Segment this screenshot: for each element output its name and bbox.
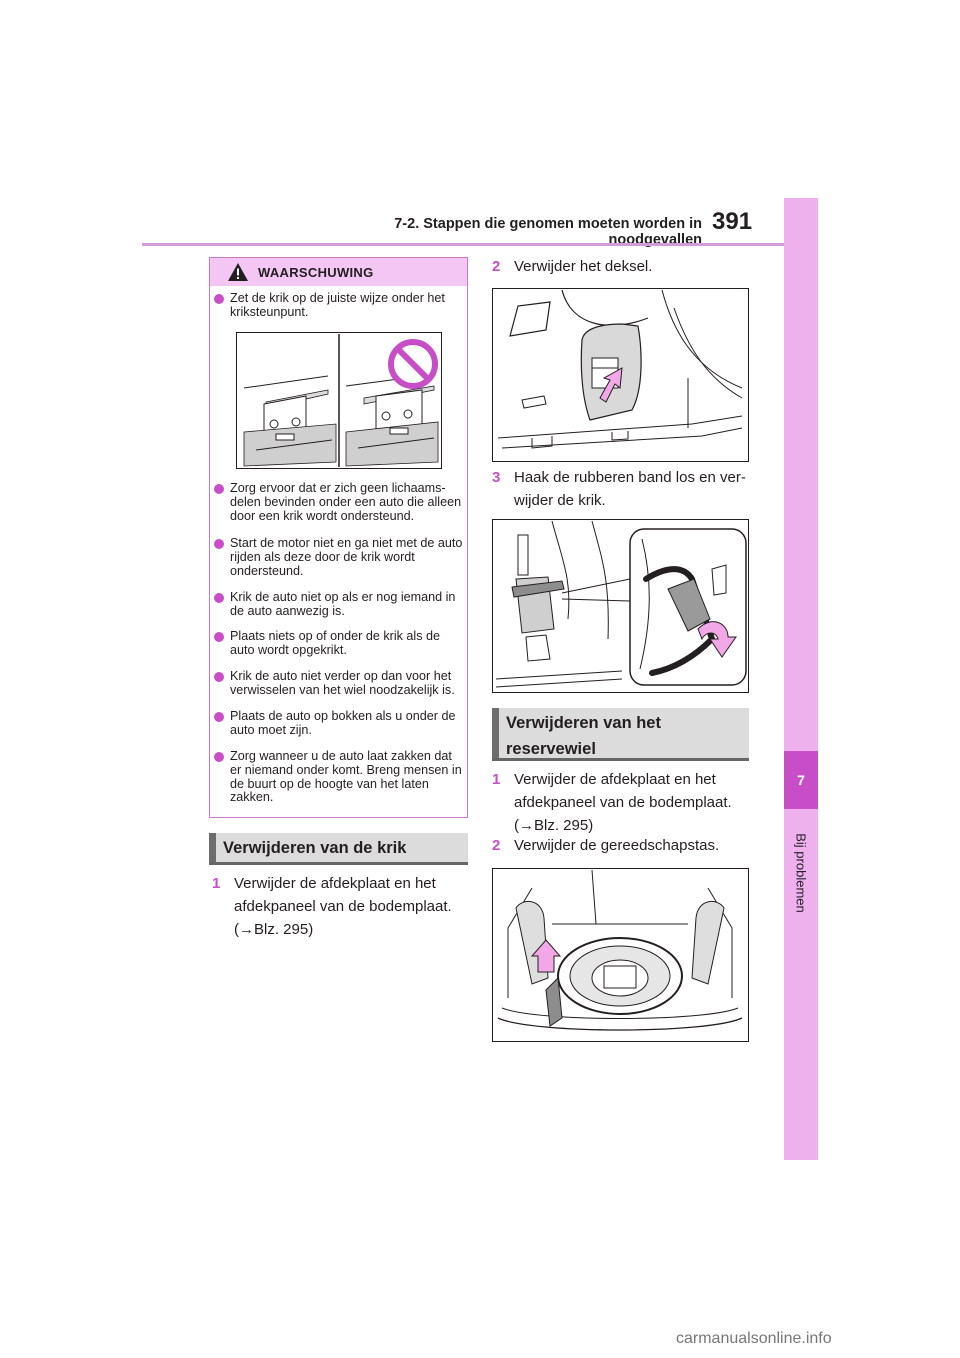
incorrect-placement-drawing	[345, 373, 439, 467]
step-number: 3	[492, 469, 501, 486]
bullet-icon	[214, 294, 224, 304]
section-title-jack: Verwijderen van de krik	[223, 839, 407, 857]
prohibited-icon	[388, 339, 438, 389]
warning-item: Zorg wanneer u de auto laat zakken dat e…	[214, 749, 464, 805]
page-number: 391	[712, 208, 753, 235]
warning-item: Krik de auto niet verder op dan voor het…	[214, 669, 464, 698]
section-title-spare: Verwijderen van het reservewiel	[506, 714, 661, 758]
bullet-icon	[214, 672, 224, 682]
warning-item: Zorg ervoor dat er zich geen lichaams-de…	[214, 481, 464, 523]
bullet-icon	[214, 752, 224, 762]
bullet-icon	[214, 593, 224, 603]
warning-header	[210, 258, 467, 286]
bullet-icon	[214, 712, 224, 722]
step-number: 2	[492, 837, 501, 854]
step-text: Haak de rubberen band los en ver-wijder …	[514, 469, 746, 509]
correct-placement-drawing	[243, 375, 337, 467]
chapter-label: Bij problemen	[784, 818, 818, 928]
bullet-icon	[214, 632, 224, 642]
bullet-icon	[214, 484, 224, 494]
header-divider	[142, 243, 784, 246]
jack-placement-figure	[236, 332, 442, 469]
remove-cover-figure	[492, 288, 749, 462]
warning-item: Start de motor niet en ga niet met de au…	[214, 536, 464, 578]
jack-step-1: 1 Verwijder de afdekplaat en het afdekpa…	[212, 872, 462, 941]
warning-item: Plaats niets op of onder de krik als de …	[214, 629, 464, 658]
step-text: Verwijder het deksel.	[514, 258, 653, 275]
spare-step-1: 1 Verwijder de afdekplaat en het afdekpa…	[492, 768, 754, 837]
jack-step-3: 3 Haak de rubberen band los en ver-wijde…	[492, 466, 754, 512]
step-number: 2	[492, 258, 501, 275]
warning-triangle-icon	[228, 263, 248, 281]
chapter-side-tab	[784, 198, 818, 1160]
step-text: Verwijder de afdekplaat en het afdekpane…	[514, 771, 732, 834]
step-text: Verwijder de gereedschapstas.	[514, 837, 720, 854]
spare-wheel-figure	[492, 868, 749, 1042]
warning-item: Zet de krik op de juiste wijze onder het…	[214, 291, 464, 320]
chapter-number: 7	[784, 751, 818, 809]
warning-item: Krik de auto niet op als er nog iemand i…	[214, 590, 464, 619]
bullet-icon	[214, 539, 224, 549]
chapter-label-text: Bij problemen	[793, 833, 809, 913]
jack-step-2: 2 Verwijder het deksel.	[492, 255, 752, 278]
footer-watermark: carmanualsonline.info	[676, 1330, 832, 1347]
step-number: 1	[492, 771, 501, 788]
remove-jack-figure	[492, 519, 749, 693]
warning-box	[209, 257, 468, 818]
section-header-spare: Verwijderen van het reservewiel	[492, 708, 749, 761]
warning-item: Plaats de auto op bokken als u onder de …	[214, 709, 464, 738]
section-header-jack: Verwijderen van de krik	[209, 833, 468, 865]
warning-title: WAARSCHUWING	[258, 265, 374, 280]
step-number: 1	[212, 875, 221, 892]
spare-step-2: 2 Verwijder de gereedschapstas.	[492, 834, 754, 857]
step-text: Verwijder de afdekplaat en het afdekpane…	[234, 875, 452, 938]
